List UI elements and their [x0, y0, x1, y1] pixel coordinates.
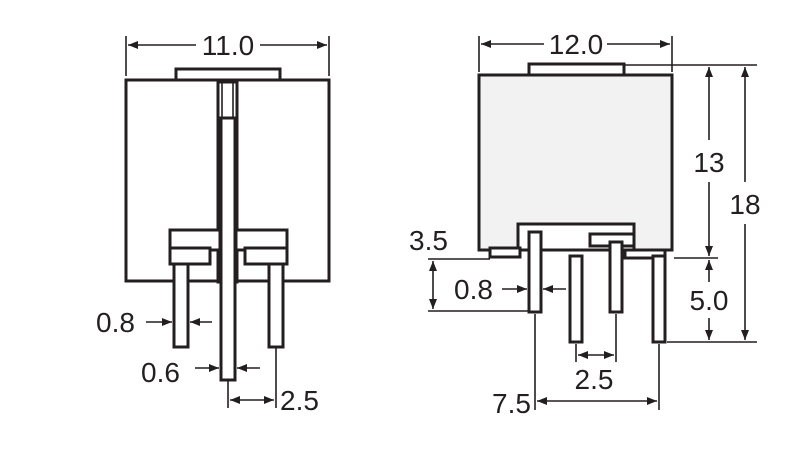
- front-pitch-label: 2.5: [280, 385, 319, 416]
- side-body-height-label: 13: [693, 147, 724, 178]
- front-right-bracket-step: [243, 246, 289, 266]
- side-base-step-left: [488, 246, 522, 259]
- front-pin-width-label: 0.8: [96, 307, 135, 338]
- side-base-shelf-right: [623, 248, 667, 260]
- front-view: 11.0 0.8 0.6 2.5: [96, 30, 331, 416]
- side-view: 12.0 13 18 5.0 3.5 0.8 2.5: [409, 29, 761, 419]
- side-pin-3: [608, 240, 624, 314]
- side-row-spacing-label: 7.5: [492, 388, 531, 419]
- side-pin-2: [568, 254, 584, 344]
- front-width-label: 11.0: [202, 30, 254, 61]
- side-total-height-label: 18: [729, 189, 760, 220]
- side-pin-width-label: 0.8: [454, 274, 493, 305]
- side-standoff-label: 3.5: [409, 225, 448, 256]
- side-pin-length-label: 5.0: [690, 285, 729, 316]
- side-width-label: 12.0: [549, 29, 604, 60]
- side-pin-4: [651, 254, 667, 344]
- front-center-pin: [219, 116, 237, 382]
- front-center-pin-width-label: 0.6: [141, 357, 180, 388]
- front-left-pin: [172, 262, 190, 349]
- side-pitch-label: 2.5: [575, 364, 614, 395]
- side-pin-1: [527, 230, 543, 314]
- side-body: [477, 73, 674, 252]
- front-left-bracket-step: [168, 246, 212, 266]
- front-right-pin: [267, 262, 285, 349]
